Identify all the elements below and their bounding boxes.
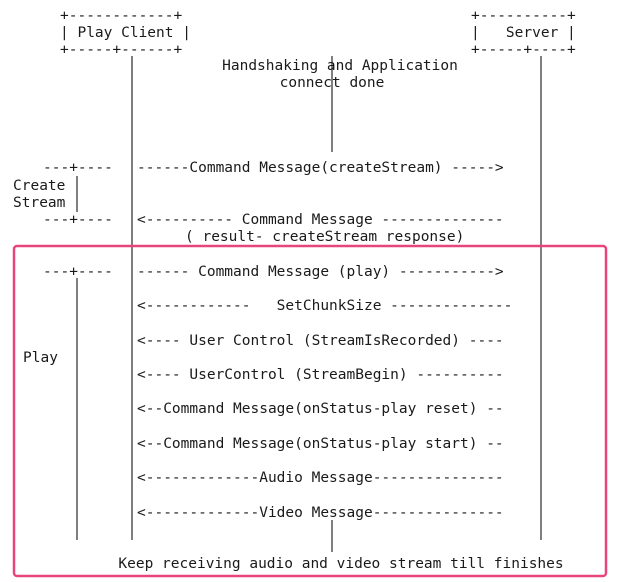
audio-message: <-------------Audio Message-------------… [137, 470, 504, 486]
create-stream-brace-top: ---+---- [43, 160, 113, 176]
handshake-line-2: connect done [280, 75, 385, 91]
video-message: <-------------Video Message-------------… [137, 505, 504, 521]
stream-begin-message: <---- UserControl (StreamBegin) --------… [137, 367, 504, 383]
onstatus-play-start-message: <--Command Message(onStatus-play start) … [137, 436, 504, 452]
create-stream-response-note: ( result- createStream response) [185, 229, 464, 245]
create-stream-response-message: <---------- Command Message ------------… [137, 212, 504, 228]
client-box-bottom: +-----+------+ [60, 42, 182, 58]
play-brace-top: ---+---- [43, 264, 113, 280]
server-box-top: +----------+ [471, 8, 576, 24]
create-stream-request-message: ------Command Message(createStream) ----… [137, 160, 504, 176]
server-box-label: | Server | [471, 25, 576, 41]
play-label: Play [23, 350, 58, 366]
play-command-message: ------ Command Message (play) ----------… [137, 264, 504, 280]
create-stream-brace-bottom: ---+---- [43, 212, 113, 228]
stream-is-recorded-message: <---- User Control (StreamIsRecorded) --… [137, 333, 504, 349]
create-stream-label-2: Stream [13, 195, 66, 211]
handshake-line-1: Handshaking and Application [222, 58, 458, 74]
client-box-label: | Play Client | [60, 25, 191, 41]
client-box-top: +------------+ [60, 8, 182, 24]
server-box-bottom: +-----+----+ [471, 42, 576, 58]
set-chunk-size-message: <------------ SetChunkSize -------------… [137, 298, 512, 314]
onstatus-play-reset-message: <--Command Message(onStatus-play reset) … [137, 401, 504, 417]
create-stream-label-1: Create [13, 178, 65, 194]
play-highlight-box [12, 244, 608, 578]
stream-footer-note: Keep receiving audio and video stream ti… [118, 556, 563, 572]
